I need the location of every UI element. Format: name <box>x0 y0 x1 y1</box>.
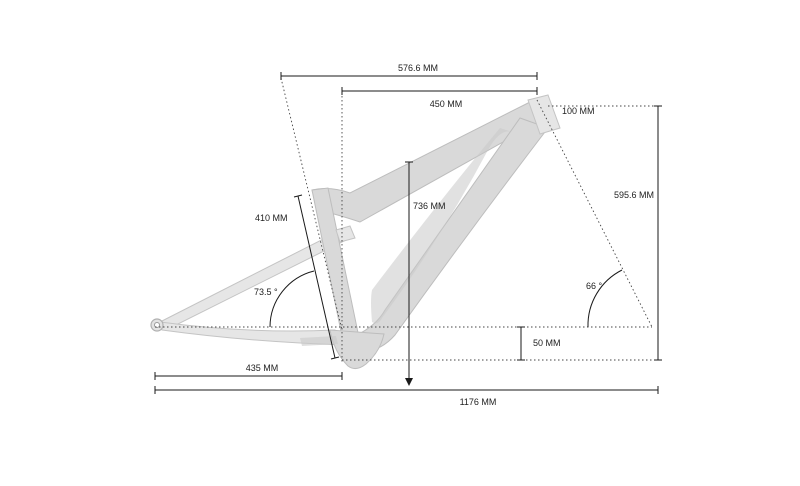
rear-axle <box>154 322 160 328</box>
label-seat-tube: 410 MM <box>255 213 288 223</box>
reference-lines <box>155 77 658 362</box>
label-seat-angle: 73.5 ° <box>254 287 278 297</box>
ref-head-axis <box>536 99 653 328</box>
label-stack: 595.6 MM <box>614 190 654 200</box>
dim-seat-tube-line <box>297 195 336 359</box>
seat-stay <box>159 227 351 331</box>
label-wheelbase: 1176 MM <box>460 397 497 407</box>
dimension-labels: 576.6 MM 450 MM 100 MM 595.6 MM 410 MM 7… <box>246 63 654 407</box>
label-reach: 450 MM <box>430 99 463 109</box>
label-reach-total: 576.6 MM <box>398 63 438 73</box>
bottom-bracket <box>329 329 385 370</box>
down-tube-shade <box>371 128 512 324</box>
dim-seat-center-arrow <box>405 378 413 386</box>
angle-arcs <box>269 269 623 328</box>
dimension-lines <box>154 72 662 394</box>
head-angle-arc <box>587 269 623 328</box>
label-bb-drop: 50 MM <box>533 338 561 348</box>
ref-reach-total-left <box>280 77 343 331</box>
label-seat-tube-center: 736 MM <box>413 201 446 211</box>
chainstay-pivot <box>300 336 338 346</box>
shock-link <box>335 225 356 243</box>
label-head-tube: 100 MM <box>562 106 595 116</box>
label-head-angle: 66 ° <box>586 281 603 291</box>
bike-frame <box>150 94 561 370</box>
label-chainstay: 435 MM <box>246 363 279 373</box>
seat-angle-arc <box>269 270 315 328</box>
